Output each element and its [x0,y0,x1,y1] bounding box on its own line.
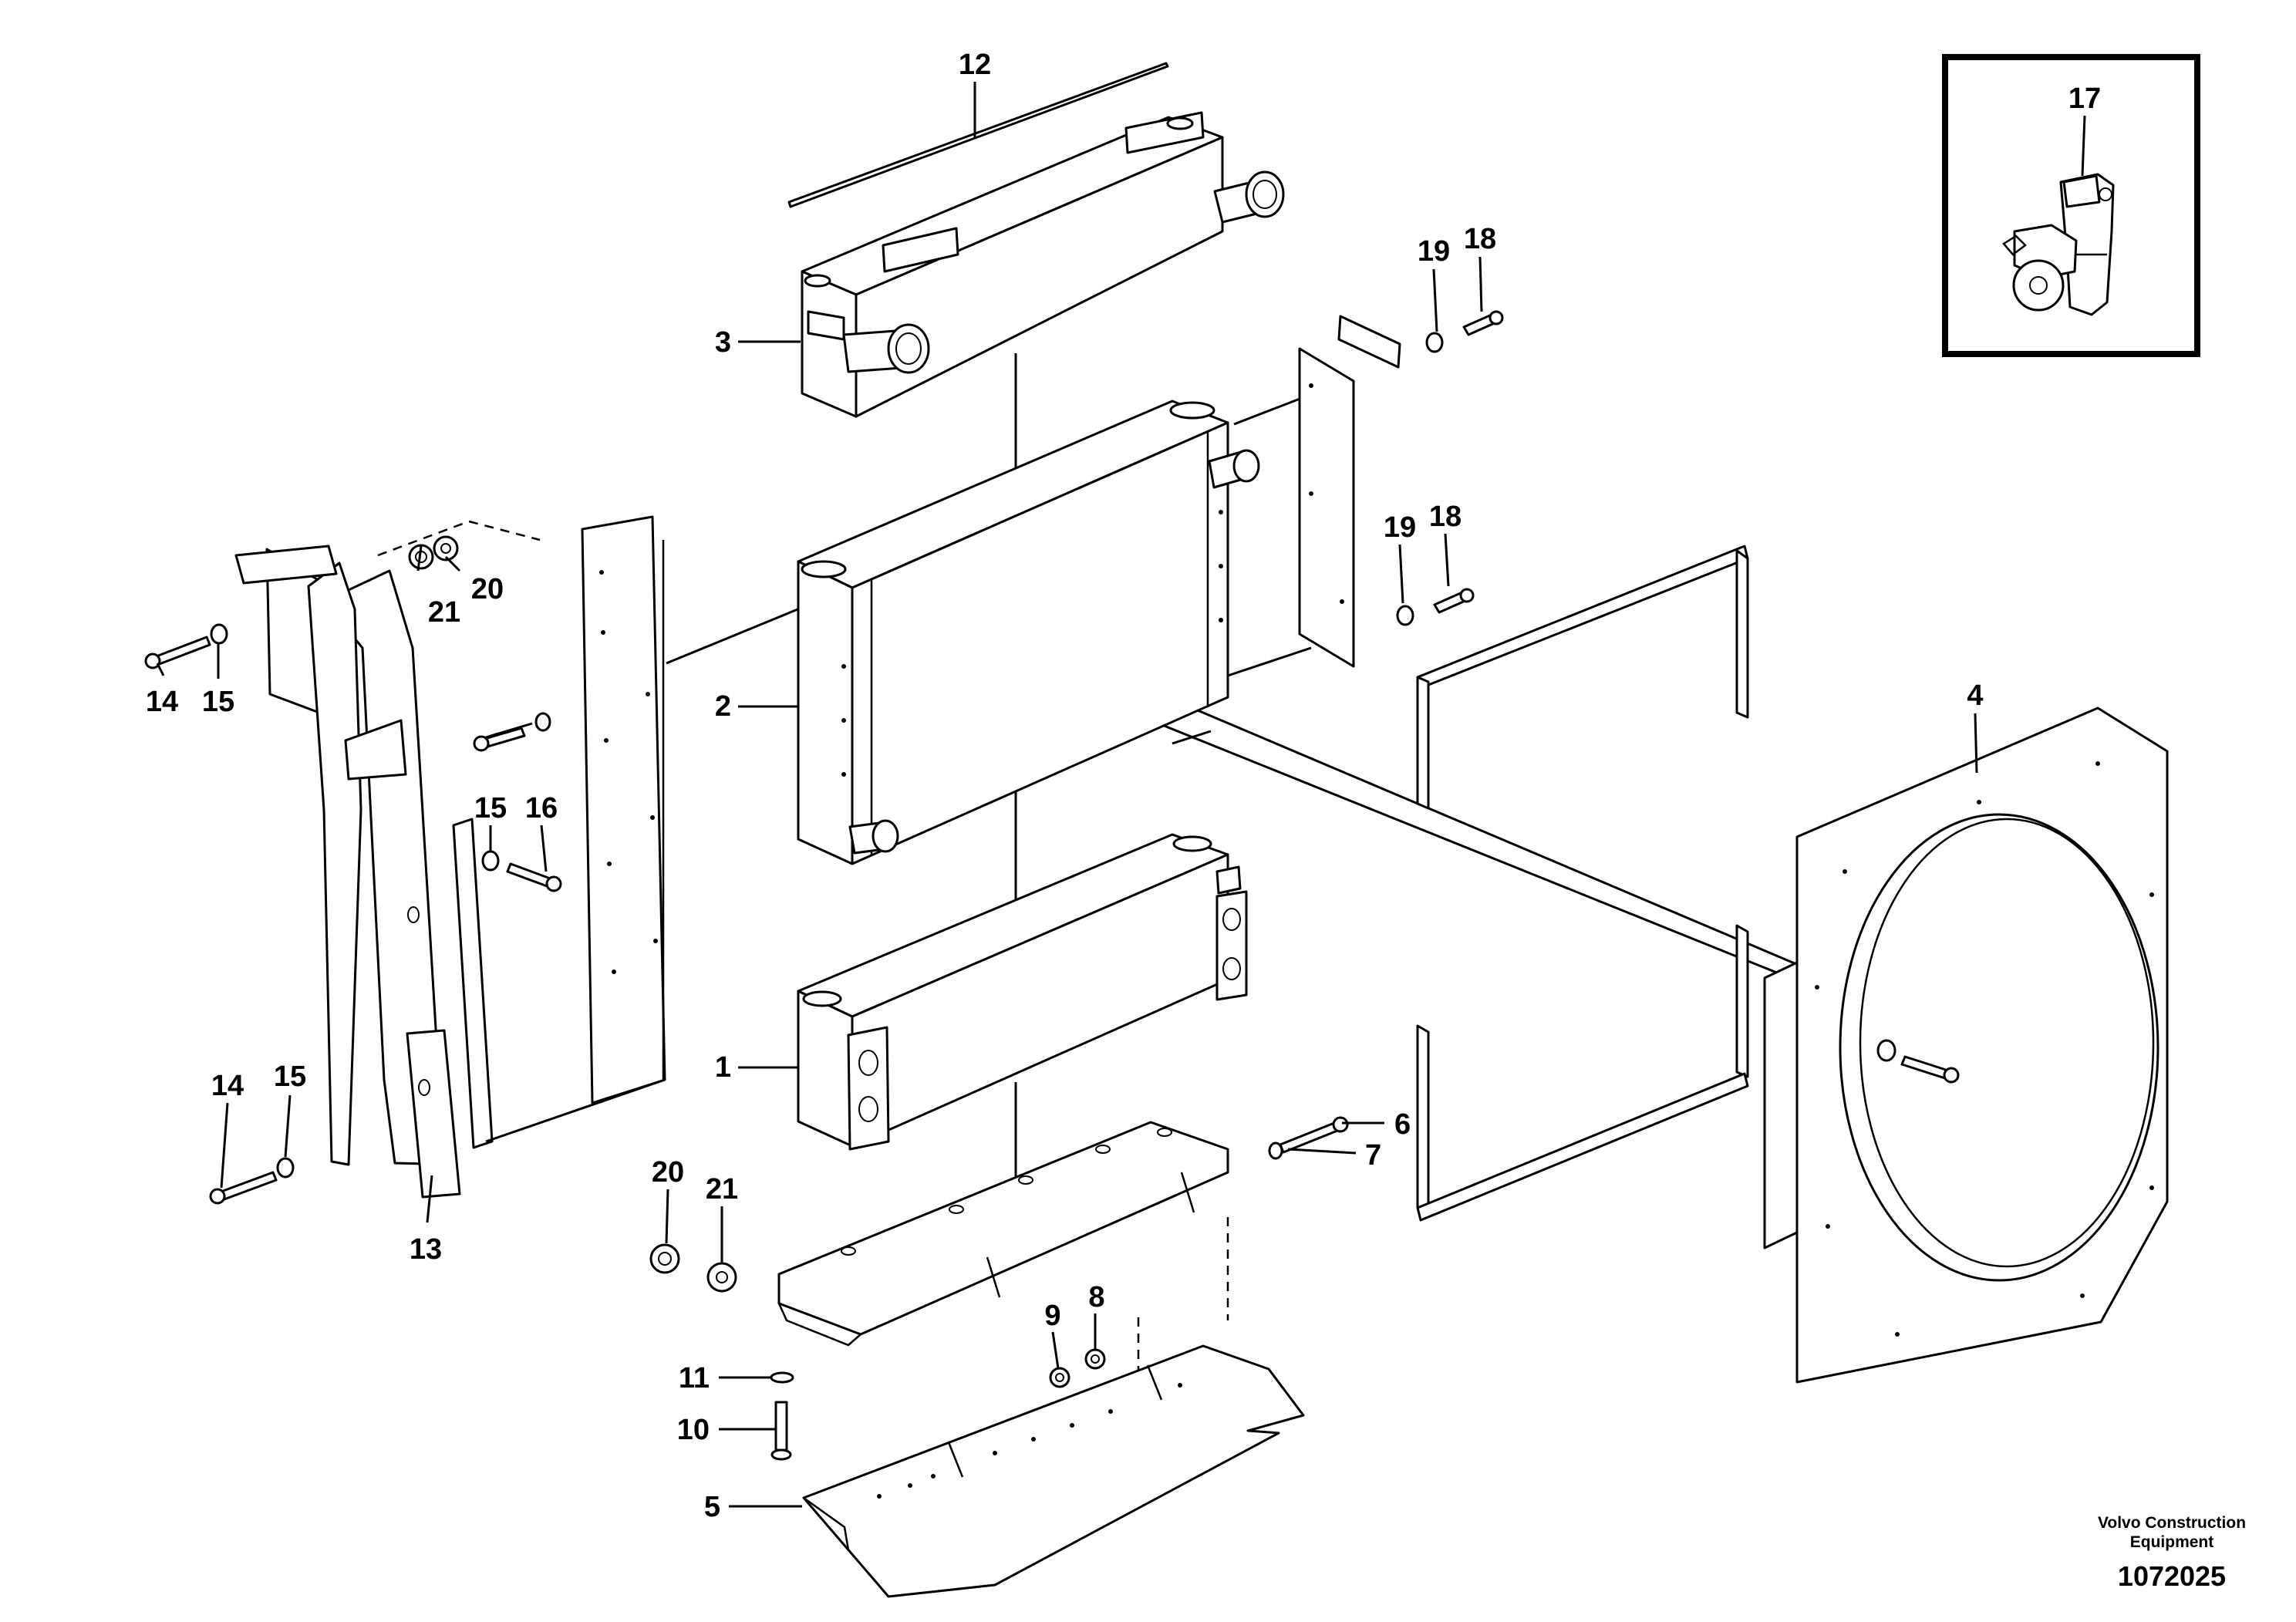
callout-21-lower: 21 [706,1173,738,1206]
callout-leaders [156,82,1978,1508]
callout-16: 16 [525,792,558,824]
part-strip [787,62,1169,208]
callout-13: 13 [410,1233,442,1266]
callout-9: 9 [1044,1300,1060,1332]
callout-5: 5 [704,1491,720,1523]
part-top-cooler [801,111,1285,418]
sensor-connector [2002,173,2115,316]
callout-1: 1 [715,1051,731,1084]
part-radiator [797,400,1260,865]
callout-19-upper: 19 [1418,235,1450,268]
callout-15-lower: 15 [274,1061,306,1093]
brand-line-1: Volvo Construction [2098,1514,2246,1532]
callout-17: 17 [2068,83,2101,115]
callout-8: 8 [1088,1281,1104,1313]
part-lower-bracket [777,1121,1229,1347]
callout-14-lower: 14 [211,1070,244,1102]
callout-18-upper: 18 [1464,223,1496,255]
callout-11: 11 [679,1362,710,1394]
callout-19-lower: 19 [1384,511,1416,544]
document-number: 1072025 [2118,1560,2226,1592]
callout-15-upper: 15 [202,686,234,718]
callout-10: 10 [677,1414,710,1446]
brand-line-2: Equipment [2130,1533,2214,1551]
inset-box-sensor [1942,54,2200,357]
callout-6: 6 [1394,1108,1411,1141]
footer-brand: Volvo Construction Equipment 1072025 [2098,1514,2246,1592]
callout-12: 12 [959,49,991,81]
callout-2: 2 [715,690,731,723]
side-bracket-plate [1298,315,1401,668]
callout-14-upper: 14 [146,686,178,718]
part-seal-frame [1416,545,1749,1222]
part-fan-shroud [1763,706,2169,1384]
callout-20-lower: 20 [652,1156,684,1189]
callout-7: 7 [1365,1139,1381,1172]
callout-3: 3 [715,326,731,359]
callout-18-lower: 18 [1429,501,1462,533]
callout-15-middle: 15 [474,792,507,824]
callout-21-upper: 21 [428,596,460,629]
fasteners [144,310,1960,1461]
part-side-shroud [234,515,666,1199]
callout-20-upper: 20 [471,573,504,605]
part-bottom-plate [802,1344,1305,1598]
callout-4: 4 [1967,679,1983,712]
part-lower-cooler [797,833,1248,1151]
callout-labels: 12 17 3 2 1 4 5 6 7 8 9 10 11 13 14 14 1… [146,49,2101,1523]
